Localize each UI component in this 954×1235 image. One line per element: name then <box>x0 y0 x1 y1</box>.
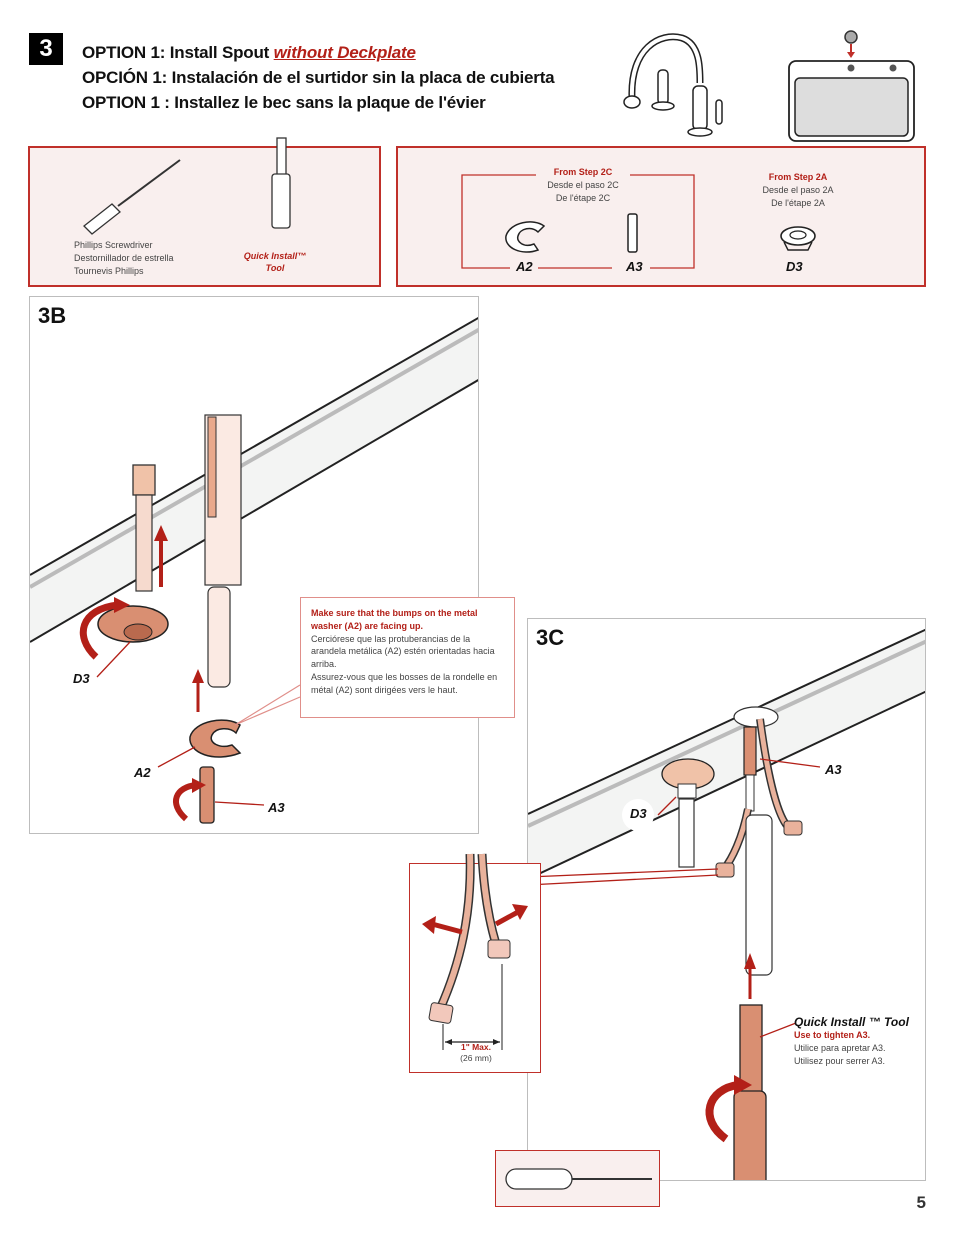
qit-note-en: Use to tighten A3. <box>794 1030 871 1040</box>
from-step-2c-en: From Step 2C <box>553 167 613 177</box>
qit-note-es: Utilice para apretar A3. <box>794 1043 886 1053</box>
callout-fr: Assurez-vous que les bosses de la rondel… <box>311 671 498 695</box>
step-3b-label: 3B <box>38 303 67 328</box>
step-3c-panel: 3C D3 A3 <box>527 618 926 1181</box>
hose-spacing-inset: 1" Max. (26 mm) <box>409 853 542 1073</box>
qit-line2: Tool <box>265 263 285 273</box>
step-3c-diagram <box>528 628 925 1180</box>
hose-spacing-label: 1" Max. (26 mm) <box>410 1042 542 1064</box>
from-step-2c-es: Desde el paso 2C <box>547 180 619 190</box>
qit-line1: Quick Install™ <box>243 251 307 261</box>
title-en-emphasis: without Deckplate <box>273 43 416 62</box>
qit-note-fr: Utilisez pour serrer A3. <box>794 1056 886 1066</box>
step-3c-label: 3C <box>536 625 565 650</box>
part-label-a3: A3 <box>626 259 643 274</box>
from-step-2a-fr: De l'étape 2A <box>771 198 825 208</box>
screwdriver-inset-icon <box>505 1168 652 1190</box>
title-en: OPTION 1: Install Spout without Deckplat… <box>82 40 554 65</box>
sink-illustration <box>788 30 915 142</box>
part-label-d3: D3 <box>786 259 803 274</box>
metal-washer-a2-icon <box>505 221 546 253</box>
screwdriver-label-es: Destornillador de estrella <box>74 253 174 263</box>
title-fr: OPTION 1 : Installez le bec sans la plaq… <box>82 93 486 112</box>
from-step-2c-fr: De l'étape 2C <box>555 193 611 203</box>
page-number: 5 <box>916 1193 926 1212</box>
hose-spacing-metric: (26 mm) <box>460 1053 492 1063</box>
step-title: OPTION 1: Install Spout without Deckplat… <box>82 40 555 115</box>
quick-install-tool-icon <box>271 137 291 229</box>
from-step-2c: From Step 2C Desde el paso 2C De l'étape… <box>528 166 638 205</box>
hose-spacing-max: 1" Max. <box>460 1042 491 1052</box>
quick-install-tool-note: Quick Install ™ Tool Use to tighten A3. … <box>794 1015 924 1068</box>
label-a3: A3 <box>825 762 842 777</box>
screwdriver-label-fr: Tournevis Phillips <box>74 266 144 276</box>
washer-orientation-callout: Make sure that the bumps on the metal wa… <box>300 597 515 718</box>
part-label-a2: A2 <box>516 259 533 274</box>
faucet-illustration <box>623 33 723 137</box>
screwdriver-label-en: Phillips Screwdriver <box>74 240 153 250</box>
title-es: OPCIÓN 1: Instalación de el surtidor sin… <box>82 68 555 87</box>
from-step-2a: From Step 2A Desde el paso 2A De l'étape… <box>742 171 854 210</box>
label-a2: A2 <box>134 765 151 780</box>
group-bracket <box>461 174 695 269</box>
screwdriver-inset <box>495 1150 660 1207</box>
from-step-2a-es: Desde el paso 2A <box>762 185 834 195</box>
rod-a3-icon <box>627 213 638 253</box>
step-number-badge: 3 <box>29 33 63 65</box>
label-d3: D3 <box>630 806 647 821</box>
step-3b-diagram <box>30 316 478 824</box>
callout-es: Cerciórese que las protuberancias de la … <box>311 633 495 670</box>
qit-label: Quick Install ™ Tool <box>794 1015 909 1029</box>
screwdriver-label: Phillips Screwdriver Destornillador de e… <box>74 239 174 278</box>
tools-panel: Phillips Screwdriver Destornillador de e… <box>28 137 381 287</box>
nut-d3-icon <box>780 226 816 251</box>
hose-spacing-diagram <box>422 853 528 1050</box>
step-3b-panel: 3B D3 A2 A3 <box>29 296 479 834</box>
quick-install-tool-label: Quick Install™ Tool <box>230 250 320 274</box>
from-step-2a-en: From Step 2A <box>768 172 828 182</box>
label-a3: A3 <box>268 800 285 815</box>
phillips-screwdriver-icon <box>83 159 181 235</box>
label-d3: D3 <box>73 671 90 686</box>
title-en-prefix: OPTION 1: Install Spout <box>82 43 274 62</box>
callout-en: Make sure that the bumps on the metal wa… <box>311 608 478 631</box>
parts-panel: From Step 2C Desde el paso 2C De l'étape… <box>396 146 926 287</box>
